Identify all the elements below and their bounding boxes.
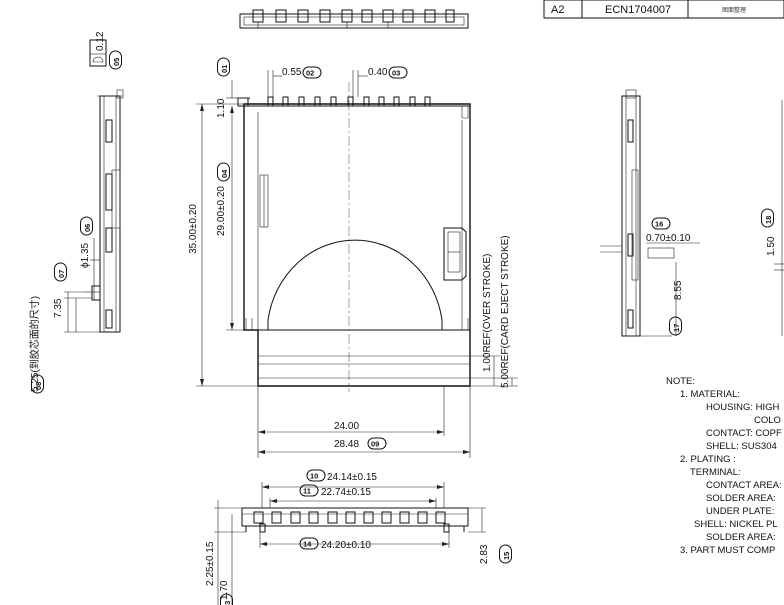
dim-flatness: 0.12 [95, 31, 106, 51]
dim-24-14: 24.14±0.15 [327, 472, 377, 483]
balloon-13: 13 [223, 601, 232, 605]
note-line-4: CONTACT: COPF [706, 428, 782, 439]
dim-22-74: 22.74±0.15 [321, 487, 371, 498]
detail-view: 1.50 18 [761, 100, 784, 336]
balloon-02: 02 [306, 69, 314, 78]
dim-0-55: 0.55 [282, 67, 302, 78]
balloon-16: 16 [655, 220, 663, 229]
note-line-9: SOLDER AREA: [706, 493, 776, 504]
revision-description: 图面整理 [722, 6, 746, 14]
note-line-8: CONTACT AREA: [706, 480, 782, 491]
balloon-11: 11 [303, 487, 311, 496]
dim-24-00: 24.00 [334, 421, 359, 432]
dim-over-stroke: 1.00REF(OVER STROKE) [482, 254, 493, 372]
dim-phi-1-35: ϕ1.35 [80, 242, 91, 268]
note-line-11: SHELL: NICKEL PL [694, 519, 778, 530]
note-line-3: COLO [754, 415, 781, 426]
balloon-01: 01 [220, 65, 229, 73]
dim-7-35: 7.35 [53, 298, 64, 318]
dim-28-48: 28.48 [334, 439, 359, 450]
dim-1-50: 1.50 [766, 236, 777, 256]
dim-24-20: 24.20±0.10 [321, 540, 371, 551]
dim-overall-height: 35.00±0.20 [188, 204, 199, 254]
balloon-03: 03 [392, 69, 400, 78]
revision-code: A2 [551, 4, 564, 16]
right-side-view: 16 0.70±0.10 8.55 17 [600, 89, 700, 337]
revision-ecn: ECN1704007 [605, 4, 671, 16]
note-line-2: HOUSING: HIGH [706, 402, 780, 413]
balloon-07: 07 [57, 270, 66, 278]
dim-eject-stroke: 5.00REF(CARD EJECT STROKE) [500, 235, 511, 388]
bottom-view: 10 24.14±0.15 11 22.74±0.15 14 24.20±0.1… [205, 469, 512, 605]
note-line-6: 2. PLATING : [680, 454, 736, 465]
left-side-view: 0.12 05 ϕ1.35 06 7.35 0 [28, 31, 124, 394]
note-line-7: TERMINAL: [690, 467, 741, 478]
notes-heading: NOTE: [666, 376, 695, 387]
balloon-15: 15 [502, 552, 511, 560]
note-line-12: SOLDER AREA: [706, 532, 776, 543]
dim-29: 29.00±0.20 [216, 186, 227, 236]
main-view: 35.00±0.20 29.00±0.20 04 1.10 01 0.55 02… [188, 57, 518, 458]
top-view [239, 9, 469, 29]
dim-1-10: 1.10 [216, 98, 227, 118]
balloon-06: 06 [83, 224, 92, 232]
dim-0-40: 0.40 [368, 67, 388, 78]
revision-table: A2 ECN1704007 图面整理 [543, 0, 784, 19]
dim-0-70: 0.70±0.10 [646, 233, 691, 244]
dim-2-83: 2.83 [479, 544, 490, 564]
note-line-5: SHELL: SUS304 [706, 441, 777, 452]
dim-2-25: 2.25±0.15 [205, 541, 216, 586]
balloon-08: 08 [34, 382, 43, 390]
balloon-17: 17 [672, 324, 681, 332]
balloon-10: 10 [310, 472, 318, 481]
balloon-04: 04 [220, 169, 229, 178]
balloon-05: 05 [112, 58, 121, 66]
balloon-14: 14 [303, 540, 312, 549]
note-line-1: 1. MATERIAL: [680, 389, 740, 400]
dim-5-25: 5.25(到胶芯面的尺寸) [28, 296, 41, 392]
balloon-18: 18 [764, 216, 773, 224]
note-line-13: 3. PART MUST COMP [680, 545, 775, 556]
dim-8-55: 8.55 [673, 280, 684, 300]
balloon-09: 09 [371, 440, 379, 449]
note-line-10: UNDER PLATE: [706, 506, 774, 517]
dim-1-70: 1.70 [219, 580, 230, 600]
notes-block: NOTE: 1. MATERIAL: HOUSING: HIGH COLO CO… [666, 376, 782, 556]
